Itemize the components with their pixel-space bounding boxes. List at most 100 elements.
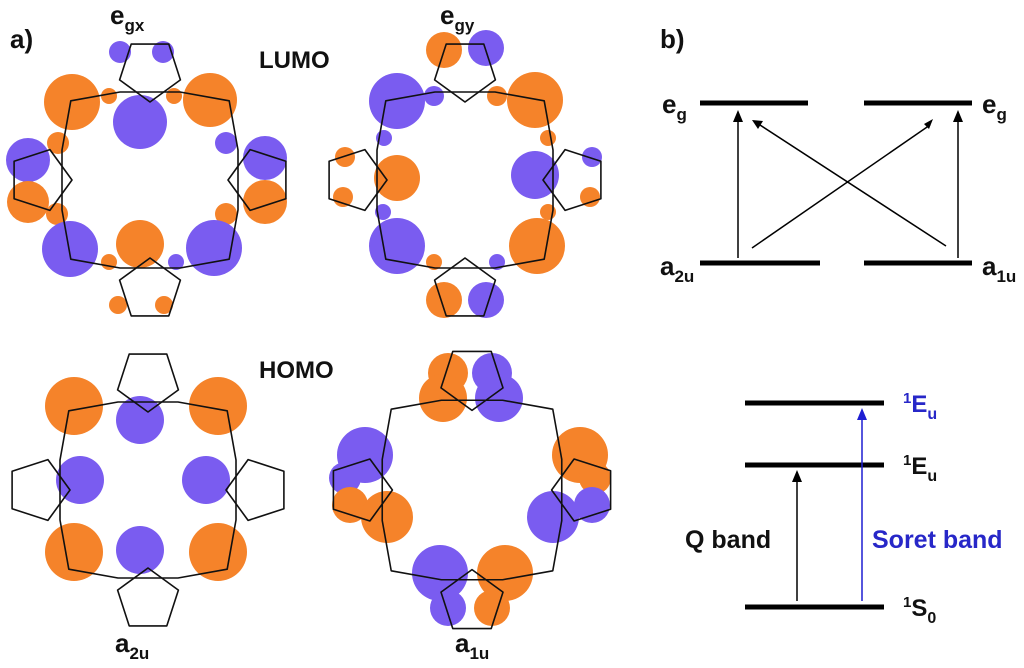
lobe-egx [168, 254, 184, 270]
lobe-egx [243, 136, 287, 180]
panel-a-label: a) [10, 24, 33, 54]
lobe-egx [101, 88, 117, 104]
frame-egx-pyrrole-right [227, 148, 287, 212]
state-label-ground-S0: 1S0 [903, 594, 936, 627]
mo-label-a2u: a2u [660, 251, 694, 286]
lobe-egy [369, 73, 425, 129]
lobe-egy [487, 86, 507, 106]
lobe-egy [507, 72, 563, 128]
lobe-egx [186, 220, 242, 276]
orbital-label-a1u: a1u [455, 628, 489, 663]
frame-a2u-pyrrole-right [225, 458, 285, 522]
lobe-egx [166, 88, 182, 104]
frame-a2u-pyrrole-bottom [116, 567, 180, 627]
arrowhead [752, 120, 763, 129]
lobe-egx [152, 41, 174, 63]
lobe-a2u [45, 523, 103, 581]
lobe-a1u [527, 491, 579, 543]
lobe-egy [582, 147, 602, 167]
lobe-a1u [412, 545, 468, 601]
state-label-lower-Eu: 1Eu [903, 452, 937, 485]
lobe-a1u [474, 590, 510, 626]
orbital-label-egy: egy [440, 0, 475, 35]
lobe-egy [468, 30, 504, 66]
frame-a2u-macrocycle [59, 401, 237, 579]
orbital-lobes [6, 30, 611, 626]
lobe-a2u [45, 377, 103, 435]
frame-egy-macrocycle [376, 91, 554, 269]
lobe-a2u [182, 456, 230, 504]
lobe-egy [374, 155, 420, 201]
lobe-egx [155, 296, 173, 314]
lobe-egy [511, 151, 559, 199]
molecule-frames [11, 43, 612, 630]
lobe-egx [215, 132, 237, 154]
frame-a1u-pyrrole-bottom [440, 568, 504, 630]
frame-egy-pyrrole-left [328, 148, 388, 212]
lobe-a1u [477, 545, 533, 601]
lobe-egy [375, 204, 391, 220]
lobe-egy [426, 282, 462, 318]
mo-label-eg-left: eg [662, 89, 687, 124]
frame-a2u-pyrrole-left [11, 458, 71, 522]
lobe-a1u [430, 590, 466, 626]
transition-arrows [733, 110, 963, 258]
lobe-egy [540, 130, 556, 146]
state-label-upper-Eu: 1Eu [903, 390, 937, 423]
lobe-egx [109, 41, 131, 63]
orbital-label-a2u: a2u [115, 628, 149, 663]
frame-egx-pyrrole-top [118, 43, 182, 103]
orbital-label-egx: egx [110, 0, 145, 35]
frame-a2u-pyrrole-top [116, 353, 180, 413]
homo-label: HOMO [259, 357, 334, 384]
q-band-label: Q band [685, 526, 771, 554]
mo-label-eg-right: eg [982, 89, 1007, 124]
lobe-a1u [332, 487, 368, 523]
lobe-a1u [579, 462, 611, 494]
panel-b-label: b) [660, 24, 685, 54]
lobe-egy [489, 254, 505, 270]
frame-egx-macrocycle [61, 91, 239, 269]
lobe-egx [6, 138, 50, 182]
lobe-a2u [116, 526, 164, 574]
frame-a1u-macrocycle [381, 399, 563, 581]
lobe-egx [116, 220, 164, 268]
frame-egy-pyrrole-top [433, 43, 497, 103]
arrowhead [924, 119, 933, 129]
arrowhead [792, 470, 802, 482]
lobe-egy [509, 218, 565, 274]
lobe-a2u [116, 396, 164, 444]
lobe-egx [7, 181, 49, 223]
lobe-a1u [475, 374, 523, 422]
lobe-a1u [361, 491, 413, 543]
lobe-egx [109, 296, 127, 314]
lobe-a1u [419, 374, 467, 422]
lobe-a2u [189, 523, 247, 581]
lobe-egx [215, 203, 237, 225]
frame-egx-pyrrole-bottom [118, 257, 182, 317]
lobe-egx [42, 221, 98, 277]
soret-band-label: Soret band [872, 526, 1003, 554]
arrowhead [857, 408, 867, 420]
frame-a1u-pyrrole-right [550, 458, 612, 522]
arrowhead [953, 110, 963, 122]
lobe-egy [335, 147, 355, 167]
frame-egy-pyrrole-bottom [433, 257, 497, 317]
lobe-egx [44, 74, 100, 130]
arrowhead [733, 110, 743, 122]
lobe-egy [580, 187, 600, 207]
lobe-egy [468, 282, 504, 318]
lumo-label: LUMO [259, 47, 330, 74]
frame-egx-pyrrole-left [13, 148, 73, 212]
frame-egy-pyrrole-right [542, 148, 602, 212]
mo-label-a1u: a1u [982, 251, 1016, 286]
lobe-a1u [574, 487, 610, 523]
lobe-egy [424, 86, 444, 106]
frame-a1u-pyrrole-top [440, 350, 504, 412]
lobe-egy [426, 254, 442, 270]
lobe-egx [183, 73, 237, 127]
lobe-a2u [189, 377, 247, 435]
lobe-egx [243, 180, 287, 224]
